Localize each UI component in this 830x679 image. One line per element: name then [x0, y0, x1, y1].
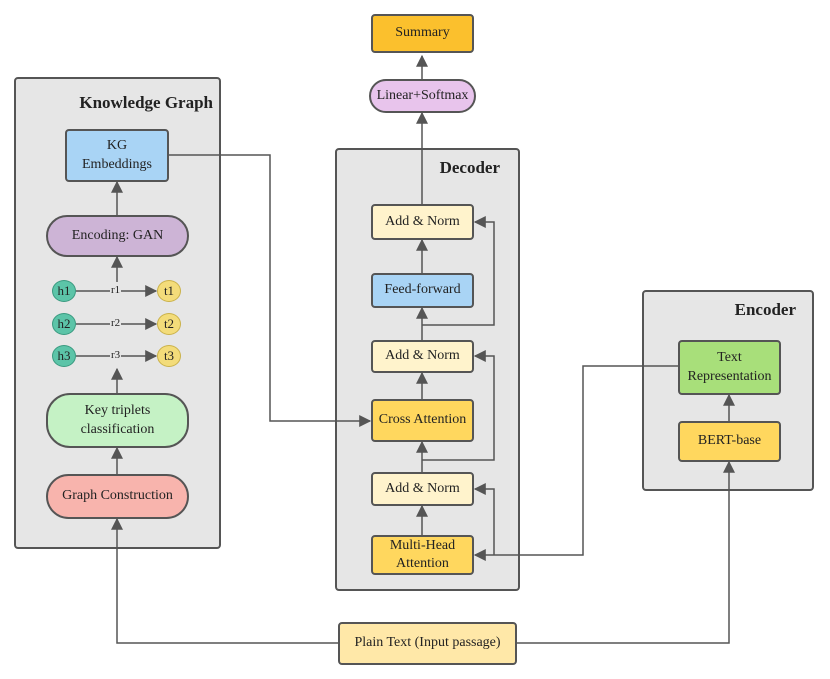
- relation-r1: r1: [110, 284, 122, 296]
- residual-2: [422, 350, 495, 461]
- arrow-kg-to-cross: [169, 154, 372, 427]
- graph-construction-node: Graph Construction: [46, 474, 189, 519]
- encoding-gan-node: Encoding: GAN: [46, 215, 189, 257]
- residual-1: [422, 216, 495, 326]
- knowledge-graph-title: Knowledge Graph: [79, 93, 213, 112]
- summary-node: Summary: [371, 14, 474, 53]
- add-norm-node-bottom: Add & Norm: [371, 472, 474, 506]
- kg-embeddings-node: KG Embeddings: [65, 129, 169, 182]
- add-norm-node-top: Add & Norm: [371, 204, 474, 240]
- tail-entity-t1: t1: [157, 280, 181, 302]
- multi-head-attention-node: Multi-Head Attention: [371, 535, 474, 575]
- cross-attention-node: Cross Attention: [371, 399, 474, 442]
- arrow-encoder-to-mha: [473, 365, 678, 561]
- text-representation-node: Text Representation: [678, 340, 781, 395]
- head-entity-h3: h3: [52, 345, 76, 367]
- residual-3: [473, 483, 495, 555]
- feed-forward-node: Feed-forward: [371, 273, 474, 308]
- tail-entity-t3: t3: [157, 345, 181, 367]
- relation-r3: r3: [110, 349, 122, 361]
- linear-softmax-node: Linear+Softmax: [369, 79, 476, 113]
- bert-base-node: BERT-base: [678, 421, 781, 462]
- add-norm-node-middle: Add & Norm: [371, 340, 474, 373]
- arrow-plain-to-graph: [111, 517, 338, 644]
- head-entity-h2: h2: [52, 313, 76, 335]
- relation-r2: r2: [110, 317, 122, 329]
- decoder-title: Decoder: [439, 158, 500, 177]
- head-entity-h1: h1: [52, 280, 76, 302]
- arrow-plain-to-bert: [517, 460, 735, 644]
- plain-text-input-node: Plain Text (Input passage): [338, 622, 517, 665]
- tail-entity-t2: t2: [157, 313, 181, 335]
- key-triplets-classification-node: Key triplets classification: [46, 393, 189, 448]
- encoder-title: Encoder: [734, 300, 796, 319]
